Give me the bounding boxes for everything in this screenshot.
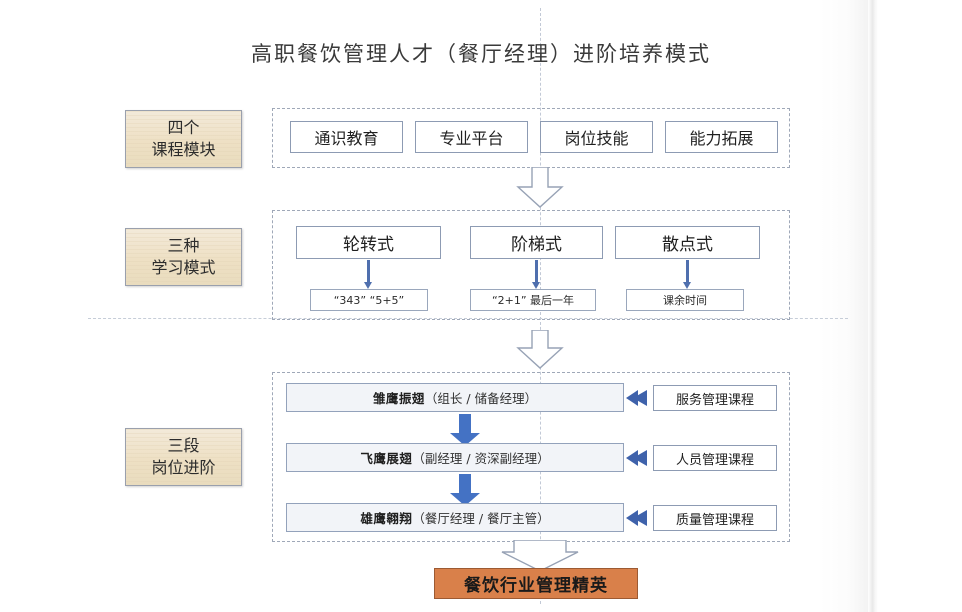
position-rank-xiongying: 雄鹰翱翔: [360, 511, 413, 526]
stage-label-learning-line1: 三种: [167, 235, 200, 255]
module-box-ability-expansion[interactable]: 能力拓展: [665, 121, 778, 153]
course-box-service-management[interactable]: 服务管理课程: [653, 385, 777, 411]
position-rank-feiying: 飞鹰展翅: [360, 451, 413, 466]
course-box-personnel-management[interactable]: 人员管理课程: [653, 445, 777, 471]
outcome-box[interactable]: 餐饮行业管理精英: [434, 568, 638, 599]
course-box-quality-management[interactable]: 质量管理课程: [653, 505, 777, 531]
mode-box-ladder[interactable]: 阶梯式: [470, 226, 603, 259]
mode-box-scattered[interactable]: 散点式: [615, 226, 760, 259]
horizontal-guide-line: [88, 318, 848, 319]
course-connector-personnel: [625, 449, 651, 467]
learning-modes-group: [272, 210, 790, 320]
flow-arrow-positions-to-outcome: [498, 540, 582, 572]
stage-label-positions: 三段 岗位进阶: [125, 428, 242, 486]
position-roles-chuying: （组长 / 储备经理）: [424, 391, 538, 406]
course-connector-service: [625, 389, 651, 407]
module-box-general-education[interactable]: 通识教育: [290, 121, 403, 153]
stage-label-learning: 三种 学习模式: [125, 228, 242, 286]
mode-arrow-rotational: [364, 260, 373, 289]
position-roles-xiongying: （餐厅经理 / 餐厅主管）: [412, 511, 550, 526]
mode-arrow-ladder: [532, 260, 541, 289]
position-roles-feiying: （副经理 / 资深副经理）: [412, 451, 550, 466]
page-edge-gradient: [820, 0, 870, 612]
mode-detail-ladder: “2+1” 最后一年: [470, 289, 596, 311]
position-rank-chuying: 雏鹰振翅: [372, 391, 425, 406]
flow-arrow-modules-to-modes: [514, 167, 566, 209]
stage-label-modules: 四个 课程模块: [125, 110, 242, 168]
stage-label-modules-line2: 课程模块: [151, 140, 216, 159]
mode-detail-scattered: 课余时间: [626, 289, 744, 311]
flow-arrow-modes-to-positions: [514, 330, 566, 370]
course-connector-quality: [625, 509, 651, 527]
stage-label-modules-line1: 四个: [167, 117, 200, 137]
position-bar-xiongying[interactable]: 雄鹰翱翔 （餐厅经理 / 餐厅主管）: [286, 503, 624, 532]
mode-box-rotational[interactable]: 轮转式: [296, 226, 441, 259]
page-title: 高职餐饮管理人才（餐厅经理）进阶培养模式: [251, 42, 711, 66]
position-arrow-2: [450, 474, 480, 506]
mode-detail-rotational: “343” “5+5”: [310, 289, 428, 311]
page-edge-shadow: [868, 0, 878, 612]
stage-label-learning-line2: 学习模式: [151, 258, 216, 277]
stage-label-positions-line1: 三段: [167, 435, 200, 455]
position-bar-chuying[interactable]: 雏鹰振翅 （组长 / 储备经理）: [286, 383, 624, 412]
module-box-job-skills[interactable]: 岗位技能: [540, 121, 653, 153]
modules-group: [272, 108, 790, 168]
module-box-professional-platform[interactable]: 专业平台: [415, 121, 528, 153]
position-arrow-1: [450, 414, 480, 446]
mode-arrow-scattered: [683, 260, 692, 289]
position-bar-feiying[interactable]: 飞鹰展翅 （副经理 / 资深副经理）: [286, 443, 624, 472]
stage-label-positions-line2: 岗位进阶: [151, 458, 216, 477]
